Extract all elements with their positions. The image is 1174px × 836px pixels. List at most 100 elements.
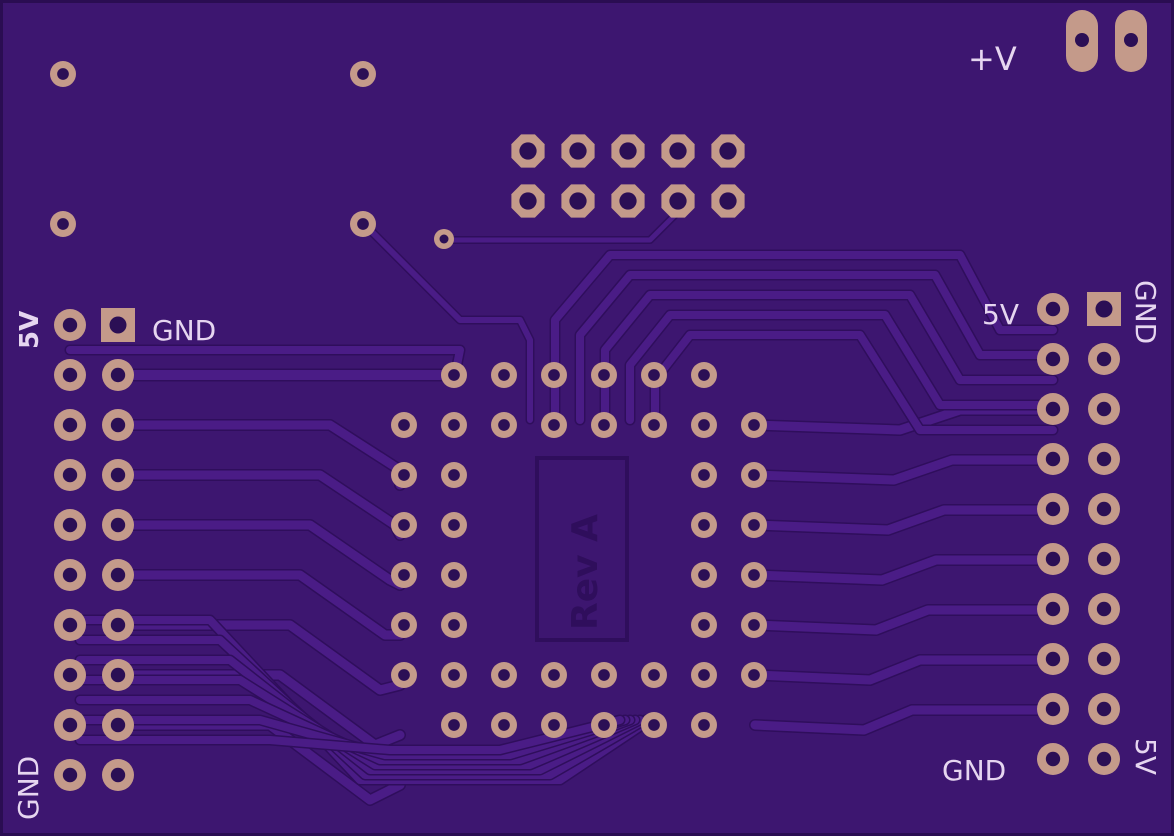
trace bbox=[76, 636, 649, 779]
trace bbox=[750, 455, 1058, 485]
left-header-pad bbox=[102, 409, 134, 441]
header-octagon-pad bbox=[561, 184, 595, 218]
left-header-pad bbox=[102, 659, 134, 691]
socket-pad bbox=[441, 412, 467, 438]
trace bbox=[76, 616, 654, 784]
trace bbox=[76, 676, 639, 769]
copper-traces bbox=[64, 206, 1059, 806]
right-header-pad bbox=[1037, 693, 1069, 725]
header-octagon-pad bbox=[611, 184, 645, 218]
label-left-top-5v: 5V bbox=[15, 311, 45, 349]
right-header-pad bbox=[1088, 593, 1120, 625]
left-header-pad bbox=[54, 309, 86, 341]
header-octagon-pad bbox=[661, 184, 695, 218]
right-header-pad bbox=[1037, 443, 1069, 475]
left-header-pad bbox=[102, 609, 134, 641]
trace bbox=[551, 251, 1057, 424]
left-header-pad bbox=[102, 459, 134, 491]
left-header-pad bbox=[54, 759, 86, 791]
socket-pad bbox=[441, 462, 467, 488]
header-octagon-pad bbox=[511, 134, 545, 168]
left-header-pad bbox=[54, 659, 86, 691]
right-header-pad bbox=[1037, 393, 1069, 425]
left-header-pad bbox=[54, 409, 86, 441]
trace bbox=[76, 656, 644, 774]
power-connector-pad-1 bbox=[1066, 10, 1098, 72]
socket-pad bbox=[591, 662, 617, 688]
socket-pad bbox=[391, 562, 417, 588]
trace bbox=[626, 311, 1057, 424]
socket-pad bbox=[541, 662, 567, 688]
socket-pad bbox=[441, 512, 467, 538]
socket-pad bbox=[391, 662, 417, 688]
left-header-pad bbox=[54, 459, 86, 491]
trace bbox=[362, 222, 533, 423]
socket-pad bbox=[691, 562, 717, 588]
left-header-pad bbox=[54, 559, 86, 591]
left-header-square-pad bbox=[101, 308, 135, 342]
label-right-top-gnd: GND bbox=[1129, 280, 1162, 344]
socket-pad bbox=[541, 712, 567, 738]
trace bbox=[442, 207, 683, 243]
left-header-pad bbox=[102, 559, 134, 591]
socket-pad bbox=[691, 362, 717, 388]
socket-pad bbox=[691, 412, 717, 438]
socket-pad bbox=[391, 512, 417, 538]
socket-pad bbox=[491, 712, 517, 738]
socket-pad bbox=[441, 662, 467, 688]
socket-pad bbox=[691, 512, 717, 538]
socket-pad bbox=[641, 662, 667, 688]
mount-pad-icon bbox=[50, 61, 76, 87]
right-header-pad bbox=[1037, 743, 1069, 775]
label-left-top-gnd: GND bbox=[152, 314, 216, 347]
socket-pad bbox=[641, 362, 667, 388]
socket-pad bbox=[641, 412, 667, 438]
header-octagon-pad bbox=[611, 134, 645, 168]
socket-pad bbox=[541, 412, 567, 438]
socket-pad bbox=[491, 662, 517, 688]
socket-pad bbox=[491, 362, 517, 388]
socket-pad bbox=[691, 662, 717, 688]
trace bbox=[76, 716, 624, 754]
socket-pad bbox=[741, 462, 767, 488]
socket-pad bbox=[591, 412, 617, 438]
right-header-pad bbox=[1088, 393, 1120, 425]
socket-pad bbox=[441, 362, 467, 388]
right-header-square-pad bbox=[1087, 292, 1121, 326]
trace bbox=[750, 705, 1058, 735]
label-right-top-5v: 5V bbox=[982, 298, 1019, 331]
right-header-pad bbox=[1037, 293, 1069, 325]
socket-pad bbox=[641, 712, 667, 738]
label-left-bottom-gnd: GND bbox=[12, 756, 45, 820]
socket-pad bbox=[491, 412, 517, 438]
right-header-pad bbox=[1037, 593, 1069, 625]
revision-box bbox=[535, 456, 629, 642]
mount-pad-icon bbox=[50, 211, 76, 237]
socket-pad bbox=[741, 512, 767, 538]
socket-pad bbox=[441, 612, 467, 638]
trace bbox=[750, 505, 1058, 535]
socket-pad bbox=[691, 462, 717, 488]
socket-pad bbox=[591, 362, 617, 388]
left-header-pad bbox=[102, 709, 134, 741]
right-header-pad bbox=[1088, 643, 1120, 675]
header-octagon-pad bbox=[561, 134, 595, 168]
right-header-pad bbox=[1037, 343, 1069, 375]
header-octagon-pad bbox=[711, 184, 745, 218]
mount-pad-icon bbox=[350, 61, 376, 87]
via-pad-icon bbox=[434, 229, 454, 249]
left-header-pad bbox=[102, 359, 134, 391]
right-header-pad bbox=[1088, 743, 1120, 775]
left-header-pad bbox=[54, 709, 86, 741]
trace bbox=[750, 655, 1058, 685]
socket-pad bbox=[691, 712, 717, 738]
header-octagon-pad bbox=[711, 134, 745, 168]
left-header-pad bbox=[102, 759, 134, 791]
right-header-pad bbox=[1088, 443, 1120, 475]
label-right-bottom-gnd: GND bbox=[942, 754, 1006, 787]
left-header-pad bbox=[54, 509, 86, 541]
power-connector-pad-2 bbox=[1115, 10, 1147, 72]
trace bbox=[76, 696, 634, 764]
right-header-pad bbox=[1088, 493, 1120, 525]
